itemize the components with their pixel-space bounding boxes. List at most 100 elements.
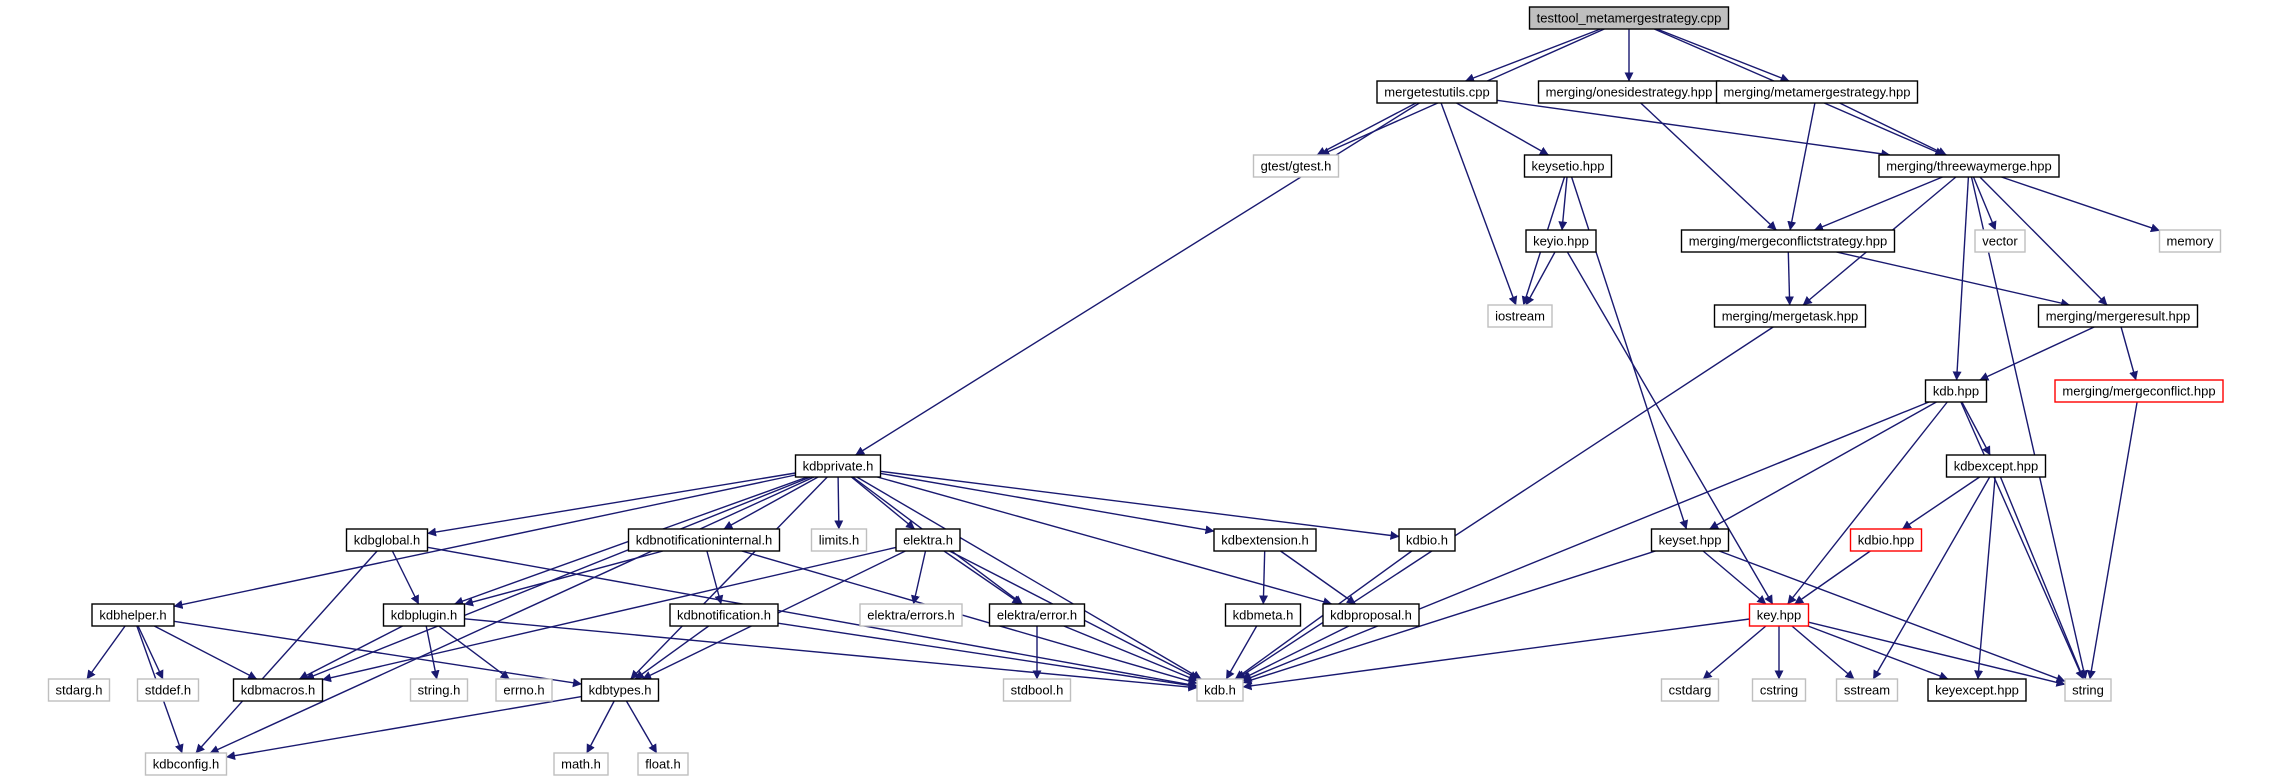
node-label: keysetio.hpp bbox=[1532, 159, 1605, 174]
node-label: cstring bbox=[1760, 683, 1798, 698]
edge-metamergestrategy-to-threewaymerge bbox=[1839, 102, 1947, 156]
node-cstdarg[interactable]: cstdarg bbox=[1660, 678, 1720, 702]
node-mergeconflict[interactable]: merging/mergeconflict.hpp bbox=[2054, 379, 2224, 403]
edge-kdbprivate-to-elektrah bbox=[850, 476, 916, 530]
node-box bbox=[637, 752, 689, 776]
edge-kdbexcept-to-kdbiohpp bbox=[1902, 476, 1980, 530]
node-keyexcept[interactable]: keyexcept.hpp bbox=[1927, 678, 2027, 702]
node-kdbhelper[interactable]: kdbhelper.h bbox=[91, 603, 175, 627]
edge-keyhpp-to-keyexcept bbox=[1807, 625, 1949, 681]
node-keyset[interactable]: keyset.hpp bbox=[1650, 528, 1730, 552]
edge-mergeconflictstrategy-to-mergetask bbox=[1784, 251, 1794, 306]
node-stdarg[interactable]: stdarg.h bbox=[47, 678, 111, 702]
edge-keysetio-to-keyset bbox=[1570, 176, 1689, 530]
node-label: string bbox=[2072, 683, 2104, 698]
node-mergetask[interactable]: merging/mergetask.hpp bbox=[1713, 304, 1867, 328]
edge-kdbprivate-to-kdbhelper bbox=[173, 474, 796, 609]
node-vector[interactable]: vector bbox=[1974, 229, 2026, 253]
node-mathh[interactable]: math.h bbox=[553, 752, 609, 776]
node-stringh[interactable]: string.h bbox=[409, 678, 469, 702]
node-stddef[interactable]: stddef.h bbox=[136, 678, 200, 702]
node-sstream[interactable]: sstream bbox=[1835, 678, 1899, 702]
node-label: kdbio.hpp bbox=[1858, 533, 1914, 548]
node-label: kdbhelper.h bbox=[99, 608, 166, 623]
edge-mergeresult-to-kdbhpp bbox=[1979, 326, 2095, 381]
node-kdbmeta[interactable]: kdbmeta.h bbox=[1224, 603, 1302, 627]
node-elektrah[interactable]: elektra.h bbox=[895, 528, 961, 552]
node-kdbextension[interactable]: kdbextension.h bbox=[1213, 528, 1317, 552]
node-kdbconfig[interactable]: kdbconfig.h bbox=[144, 752, 228, 776]
node-kdbexcept[interactable]: kdbexcept.hpp bbox=[1945, 454, 2047, 478]
node-box bbox=[1660, 678, 1720, 702]
node-label: merging/threewaymerge.hpp bbox=[1886, 159, 2051, 174]
node-box bbox=[1751, 678, 1807, 702]
node-testtool[interactable]: testtool_metamergestrategy.cpp bbox=[1528, 6, 1730, 30]
edge-elektrah-to-elektraerror bbox=[943, 550, 1022, 605]
node-label: kdbtypes.h bbox=[589, 683, 652, 698]
node-kdbhpp[interactable]: kdb.hpp bbox=[1924, 379, 1988, 403]
node-box bbox=[794, 454, 882, 478]
node-kdbglobal[interactable]: kdbglobal.h bbox=[345, 528, 429, 552]
node-label: merging/mergeconflict.hpp bbox=[2062, 384, 2215, 399]
node-box bbox=[382, 603, 466, 627]
node-elektraerrors[interactable]: elektra/errors.h bbox=[859, 603, 963, 627]
node-box bbox=[47, 678, 111, 702]
node-floath[interactable]: float.h bbox=[637, 752, 689, 776]
node-stdbool[interactable]: stdbool.h bbox=[1002, 678, 1072, 702]
node-kdbh[interactable]: kdb.h bbox=[1196, 678, 1244, 702]
node-label: kdbmacros.h bbox=[241, 683, 315, 698]
node-box bbox=[1002, 678, 1072, 702]
node-keysetio[interactable]: keysetio.hpp bbox=[1523, 154, 1613, 178]
node-kdbtypes[interactable]: kdbtypes.h bbox=[580, 678, 660, 702]
node-box bbox=[495, 678, 553, 702]
node-cstring[interactable]: cstring bbox=[1751, 678, 1807, 702]
node-box bbox=[1878, 154, 2060, 178]
edge-kdbhpp-to-keyset bbox=[1709, 401, 1937, 530]
node-mergeresult[interactable]: merging/mergeresult.hpp bbox=[2037, 304, 2199, 328]
edge-kdbexcept-to-keyexcept bbox=[1974, 476, 1996, 680]
node-label: kdb.hpp bbox=[1933, 384, 1979, 399]
node-kdbmacros[interactable]: kdbmacros.h bbox=[232, 678, 324, 702]
edge-keyhpp-to-string bbox=[1808, 621, 2066, 687]
node-box bbox=[1487, 304, 1553, 328]
edge-keyhpp-to-cstdarg bbox=[1702, 625, 1767, 680]
node-mergetestutils[interactable]: mergetestutils.cpp bbox=[1376, 80, 1498, 104]
node-label: stdarg.h bbox=[56, 683, 103, 698]
node-iostream[interactable]: iostream bbox=[1487, 304, 1553, 328]
node-string[interactable]: string bbox=[2064, 678, 2112, 702]
node-kdbnotification[interactable]: kdbnotification.h bbox=[669, 603, 779, 627]
node-metamergestrategy[interactable]: merging/metamergestrategy.hpp bbox=[1715, 80, 1919, 104]
node-label: sstream bbox=[1844, 683, 1890, 698]
edge-layer bbox=[86, 28, 2160, 761]
node-gtest[interactable]: gtest/gtest.h bbox=[1252, 154, 1340, 178]
node-kdbplugin[interactable]: kdbplugin.h bbox=[382, 603, 466, 627]
node-label: kdbmeta.h bbox=[1233, 608, 1294, 623]
node-onesidestrategy[interactable]: merging/onesidestrategy.hpp bbox=[1537, 80, 1721, 104]
node-limits[interactable]: limits.h bbox=[810, 528, 868, 552]
edge-mergetestutils-to-iostream bbox=[1440, 102, 1518, 306]
node-keyio[interactable]: keyio.hpp bbox=[1525, 229, 1597, 253]
edge-kdbnotification-to-kdbh bbox=[777, 622, 1198, 690]
edge-mergetestutils-to-kdbprivate bbox=[855, 102, 1420, 456]
edge-mergetask-to-kdbh bbox=[1236, 326, 1774, 680]
edge-kdbnotificationinternal-to-kdbnotification bbox=[706, 550, 724, 605]
node-kdbnotificationinternal[interactable]: kdbnotificationinternal.h bbox=[627, 528, 781, 552]
node-elektraerror[interactable]: elektra/error.h bbox=[988, 603, 1086, 627]
node-box bbox=[1528, 6, 1730, 30]
node-label: cstdarg bbox=[1669, 683, 1712, 698]
edge-kdbprivate-to-kdbh bbox=[856, 476, 1202, 680]
node-label: kdbproposal.h bbox=[1330, 608, 1412, 623]
node-memory[interactable]: memory bbox=[2158, 229, 2222, 253]
node-label: kdbextension.h bbox=[1221, 533, 1308, 548]
node-kdbiohpp[interactable]: kdbio.hpp bbox=[1849, 528, 1923, 552]
node-box bbox=[1835, 678, 1899, 702]
node-kdbproposal[interactable]: kdbproposal.h bbox=[1322, 603, 1420, 627]
node-kdbio[interactable]: kdbio.h bbox=[1398, 528, 1456, 552]
node-box bbox=[232, 678, 324, 702]
node-errno[interactable]: errno.h bbox=[495, 678, 553, 702]
node-keyhpp[interactable]: key.hpp bbox=[1748, 603, 1810, 627]
node-mergeconflictstrategy[interactable]: merging/mergeconflictstrategy.hpp bbox=[1680, 229, 1896, 253]
node-threewaymerge[interactable]: merging/threewaymerge.hpp bbox=[1878, 154, 2060, 178]
node-box bbox=[1213, 528, 1317, 552]
node-kdbprivate[interactable]: kdbprivate.h bbox=[794, 454, 882, 478]
